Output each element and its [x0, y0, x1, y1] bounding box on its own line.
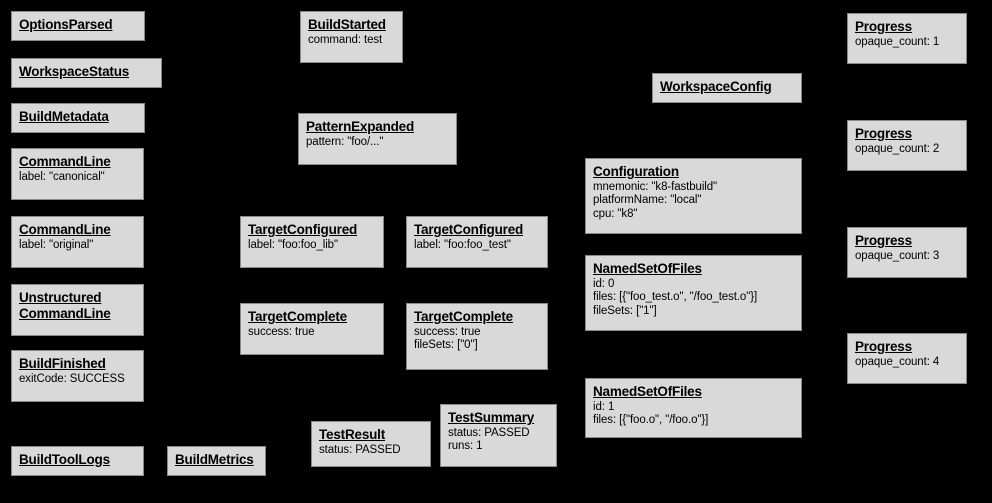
node-field: success: true: [248, 325, 315, 338]
node-field: platformName: "local": [593, 194, 702, 207]
node-build-metrics[interactable]: BuildMetrics: [167, 446, 266, 476]
node-title: BuildMetrics: [175, 452, 254, 467]
node-unstructured-command-line[interactable]: Unstructured CommandLine: [11, 284, 144, 336]
node-title: TargetConfigured: [414, 222, 524, 237]
node-field: opaque_count: 2: [855, 142, 940, 155]
node-field: status: PASSED: [319, 443, 401, 456]
node-field: label: "canonical": [19, 170, 105, 183]
node-field: opaque_count: 4: [855, 355, 940, 368]
node-fields: label: "canonical": [19, 171, 137, 185]
node-field: exitCode: SUCCESS: [19, 372, 125, 385]
node-fields: opaque_count: 4: [855, 356, 960, 370]
node-fields: mnemonic: "k8-fastbuild"platformName: "l…: [593, 181, 795, 222]
node-title: NamedSetOfFiles: [593, 261, 702, 276]
node-fields: label: "foo:foo_test": [414, 239, 541, 253]
node-title: Progress: [855, 339, 912, 354]
node-field: opaque_count: 3: [855, 249, 940, 262]
node-fields: label: "original": [19, 239, 137, 253]
node-fields: label: "foo:foo_lib": [248, 239, 377, 253]
node-fields: status: PASSED: [319, 444, 424, 458]
node-fields: opaque_count: 2: [855, 143, 960, 157]
node-build-tool-logs[interactable]: BuildToolLogs: [11, 446, 144, 476]
node-fields: pattern: "foo/...": [306, 136, 450, 150]
node-title: CommandLine: [19, 222, 111, 237]
node-fields: command: test: [308, 34, 396, 48]
node-title: Progress: [855, 19, 912, 34]
node-field: cpu: "k8": [593, 208, 638, 221]
node-title: TargetConfigured: [248, 222, 358, 237]
node-title: Configuration: [593, 164, 679, 179]
node-field: label: "original": [19, 238, 94, 251]
node-title: BuildStarted: [308, 17, 386, 32]
node-field: status: PASSED: [448, 426, 530, 439]
node-title: TestSummary: [448, 410, 535, 425]
node-field: opaque_count: 1: [855, 35, 940, 48]
node-title: PatternExpanded: [306, 119, 415, 134]
node-field: fileSets: ["1"]: [593, 305, 657, 318]
node-field: id: 1: [593, 400, 615, 413]
node-field: files: [{"foo.o", "/foo.o"}]: [593, 414, 709, 427]
node-field: files: [{"foo_test.o", "/foo_test.o"}]: [593, 291, 758, 304]
node-title: BuildToolLogs: [19, 452, 110, 467]
node-title: WorkspaceStatus: [19, 64, 130, 79]
node-title: TargetComplete: [414, 309, 513, 324]
node-title: Progress: [855, 233, 912, 248]
node-fields: opaque_count: 1: [855, 36, 960, 50]
node-options-parsed[interactable]: OptionsParsed: [11, 11, 145, 41]
node-field: fileSets: ["0"]: [414, 339, 478, 352]
node-title: BuildMetadata: [19, 109, 109, 124]
node-workspace-config[interactable]: WorkspaceConfig: [652, 73, 802, 103]
node-field: runs: 1: [448, 440, 483, 453]
node-title: Unstructured CommandLine: [19, 290, 111, 321]
node-field: success: true: [414, 325, 481, 338]
node-field: pattern: "foo/...": [306, 135, 384, 148]
node-title: TargetComplete: [248, 309, 347, 324]
node-field: mnemonic: "k8-fastbuild": [593, 180, 718, 193]
node-title: CommandLine: [19, 154, 111, 169]
node-fields: opaque_count: 3: [855, 250, 960, 264]
node-field: id: 0: [593, 277, 615, 290]
node-field: label: "foo:foo_lib": [248, 238, 338, 251]
node-title: Progress: [855, 126, 912, 141]
node-field: command: test: [308, 33, 383, 46]
node-title: OptionsParsed: [19, 17, 113, 32]
node-fields: exitCode: SUCCESS: [19, 373, 137, 387]
node-title: BuildFinished: [19, 356, 106, 371]
node-title: TestResult: [319, 427, 386, 442]
node-build-metadata[interactable]: BuildMetadata: [11, 103, 145, 133]
node-title: NamedSetOfFiles: [593, 384, 702, 399]
node-workspace-status[interactable]: WorkspaceStatus: [11, 58, 162, 88]
node-title: WorkspaceConfig: [660, 79, 772, 94]
node-fields: success: true: [248, 326, 377, 340]
node-field: label: "foo:foo_test": [414, 238, 511, 251]
